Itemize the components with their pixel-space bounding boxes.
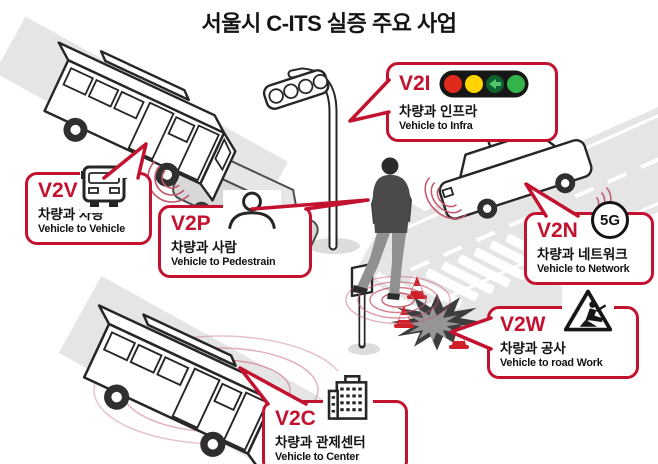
v2w-code: V2W [500,313,546,336]
v2i-english-label: Vehicle to Infra [399,120,473,132]
card-v2v: V2V 차량과 차량 Vehicle to Vehicle [25,159,152,246]
v2p-code: V2P [171,212,211,235]
road-damage-starburst-icon [391,293,483,351]
v2i-code: V2I [399,72,431,96]
card-v2p: V2P 차량과 사람 Vehicle to Pedestrain [158,190,312,279]
v2n-code: V2N [537,219,578,242]
bus-front-icon [80,159,128,213]
v2c-korean-label: 차량과 관제센터 [275,435,366,451]
v2c-code: V2C [275,407,316,430]
traffic-light-icon [438,69,530,99]
card-v2i: V2I 차량과 인프라 Vehicle to Infra [386,62,558,142]
card-v2w: V2W 차량과 공사 Vehicle to road Work [487,287,639,380]
page-title: 서울시 C-ITS 실증 주요 사업 [201,11,457,36]
v2n-english-label: Vehicle to Network [537,263,630,276]
roadwork-sign-icon [562,287,614,335]
v2p-english-label: Vehicle to Pedestrain [171,256,276,269]
pedestrian-bust-icon [223,190,281,230]
v2c-english-label: Vehicle to Center [275,451,360,464]
v2v-english-label: Vehicle to Vehicle [38,223,126,236]
traffic-light-icon [262,67,338,251]
signal-wave-arcs-icon [147,160,190,203]
v2v-code: V2V [38,179,78,202]
five-g-label: 5G [599,211,620,229]
control-center-building-icon [323,371,373,423]
five-g-badge-icon: 5G [591,201,629,239]
v2w-korean-label: 차량과 공사 [500,341,566,357]
taxi-icon [438,125,593,220]
card-v2n: V2N 차량과 네트워크 Vehicle to Network 5G [524,201,654,286]
pedestrian-icon [352,157,412,300]
v2i-korean-label: 차량과 인프라 [399,104,478,119]
card-v2c: V2C 차량과 관제센터 Vehicle to Center [262,371,408,464]
signal-wave-arcs-icon [424,177,467,220]
v2n-korean-label: 차량과 네트워크 [537,247,628,263]
v2p-korean-label: 차량과 사람 [171,240,237,256]
v2w-english-label: Vehicle to road Work [500,357,603,370]
